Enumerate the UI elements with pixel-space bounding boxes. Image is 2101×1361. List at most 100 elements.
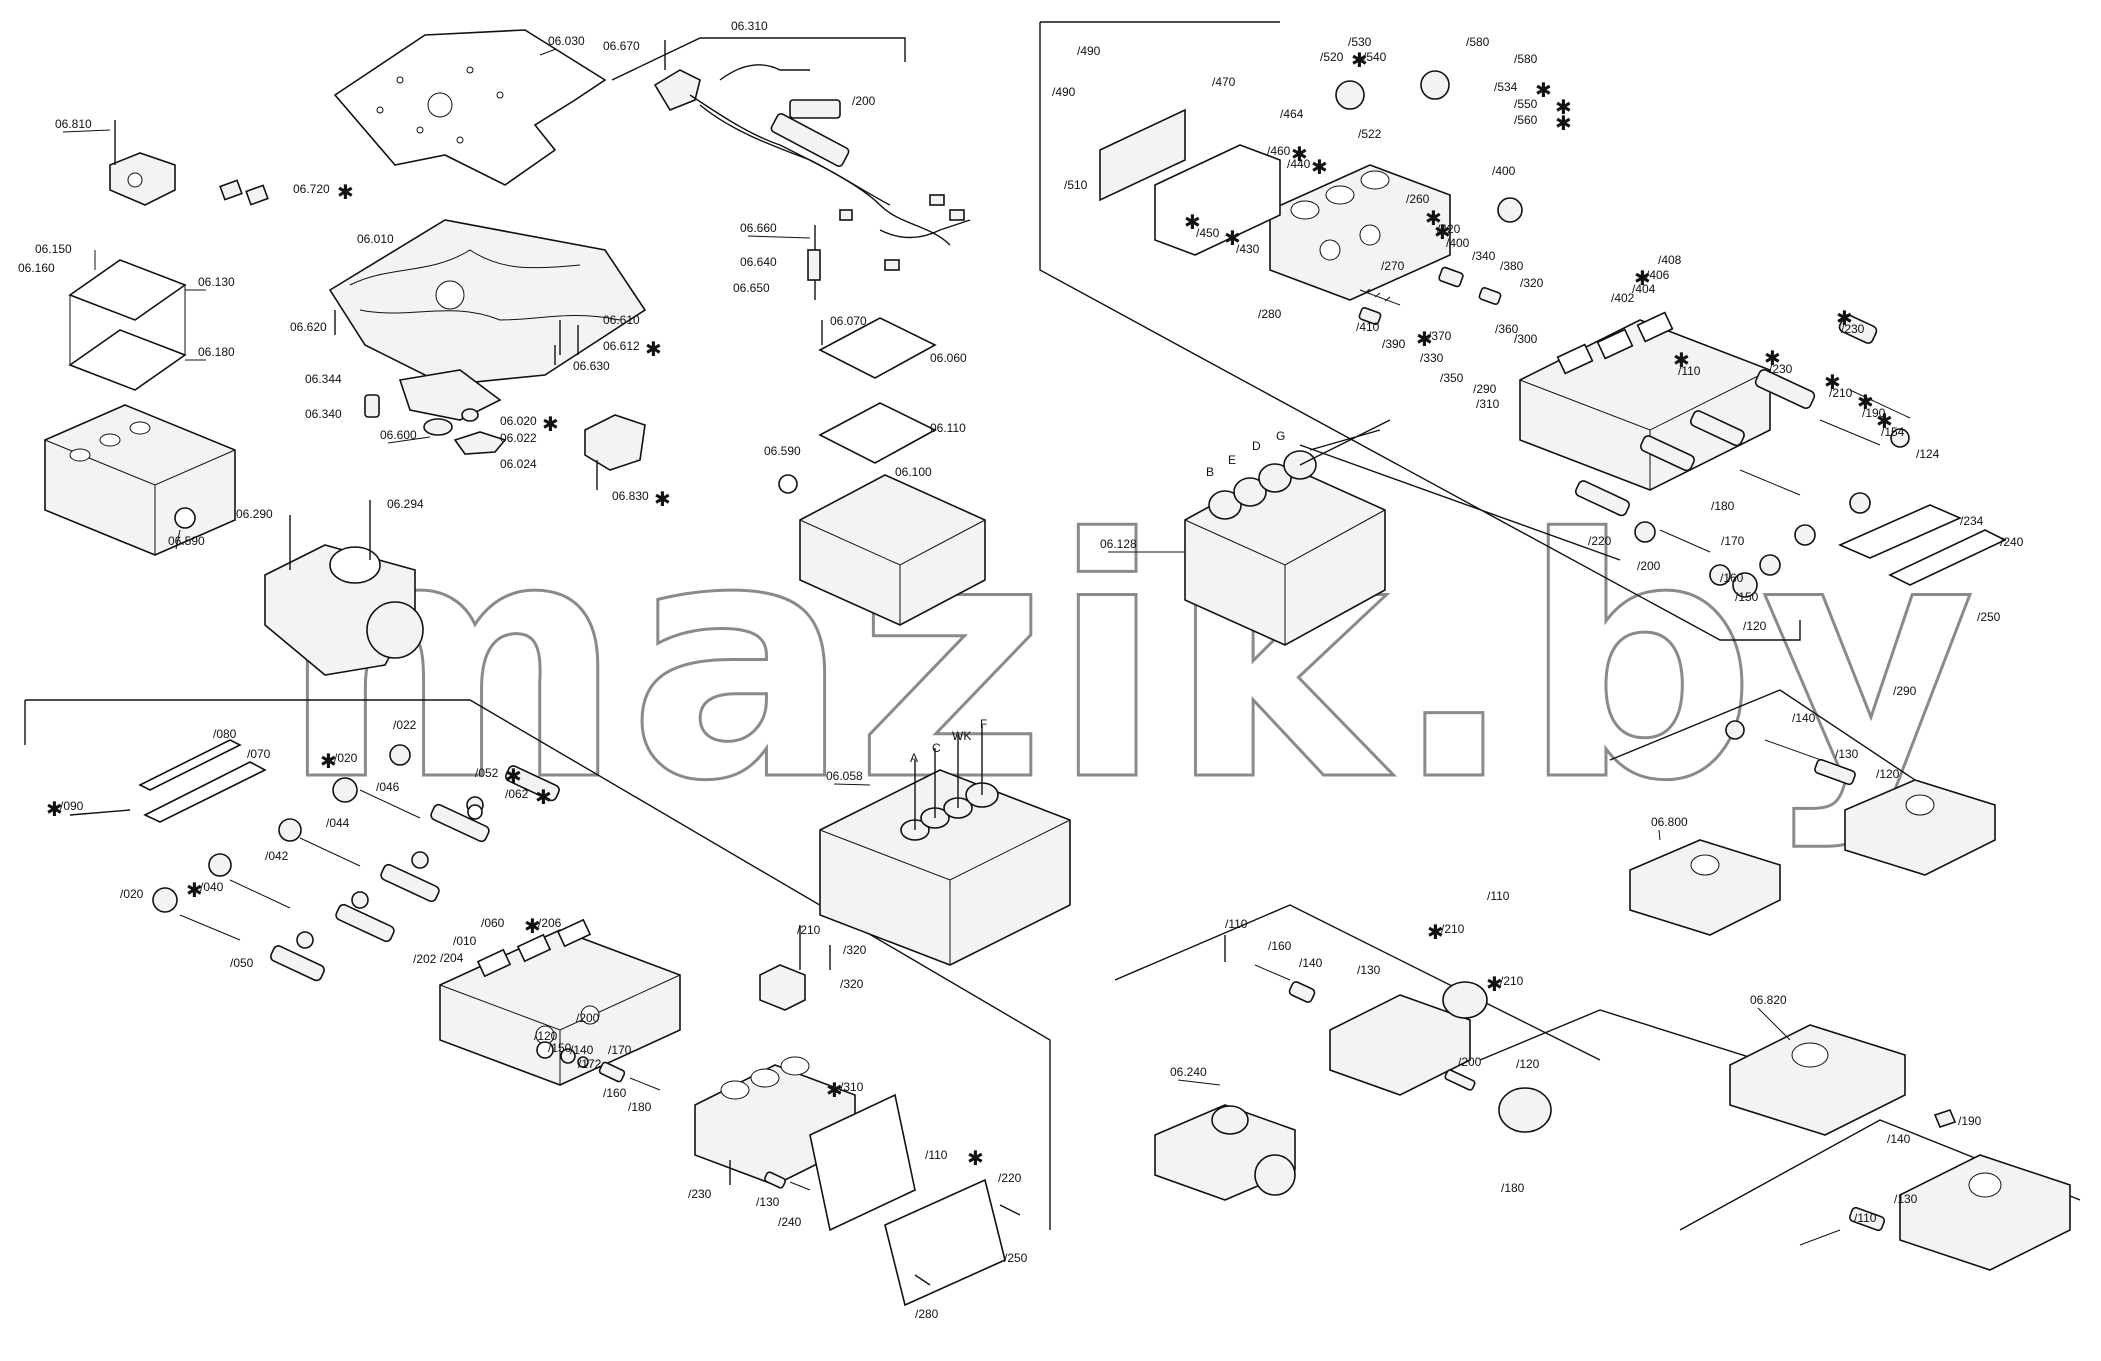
replacement-asterisk-icon: ✱ — [1486, 972, 1503, 996]
solenoid-letter: G — [1276, 429, 1285, 443]
callout-label: /250 — [1004, 1251, 1028, 1265]
callout-label: /234 — [1960, 514, 1984, 528]
callout-label: /550 — [1514, 97, 1538, 111]
solenoid-letter: E — [1228, 453, 1236, 467]
callout-label: 06.060 — [930, 351, 967, 365]
callout-label: 06.010 — [357, 232, 394, 246]
callout-label: /180 — [628, 1100, 652, 1114]
pressure-regulator-06240 — [1154, 1104, 1296, 1201]
callout-label: 06.620 — [290, 320, 327, 334]
callout-label: 06.240 — [1170, 1065, 1207, 1079]
valve-block-110 — [1519, 311, 1771, 491]
callout-label: /190 — [1958, 1114, 1982, 1128]
callout-label: /210 — [1829, 386, 1853, 400]
callout-label: /450 — [1196, 226, 1220, 240]
callout-label: /230 — [1769, 362, 1793, 376]
callout-label: /120 — [534, 1029, 558, 1043]
leader-line — [62, 129, 111, 133]
callout-label: /180 — [1501, 1181, 1525, 1195]
separator-plate-06030 — [333, 29, 607, 186]
callout-label: /230 — [1841, 322, 1865, 336]
replacement-asterisk-icon: ✱ — [1311, 155, 1328, 179]
callout-label: /270 — [1381, 259, 1405, 273]
callout-label: 06.290 — [236, 507, 273, 521]
callout-label: /340 — [1472, 249, 1496, 263]
callout-label: 06.630 — [573, 359, 610, 373]
callout-label: /220 — [1588, 534, 1612, 548]
callout-label: /040 — [200, 880, 224, 894]
small-parts-150-210 — [536, 1041, 661, 1091]
replacement-asterisk-icon: ✱ — [535, 785, 552, 809]
callout-label: /300 — [1514, 332, 1538, 346]
solenoid-coils-06128 — [1208, 450, 1317, 520]
replacement-asterisk-icon: ✱ — [1291, 142, 1308, 166]
callout-label: /464 — [1280, 107, 1304, 121]
callout-label: /046 — [376, 780, 400, 794]
callout-label: /320 — [843, 943, 867, 957]
leader-line — [747, 235, 811, 239]
callout-label: /460 — [1267, 144, 1291, 158]
callout-label: 06.810 — [55, 117, 92, 131]
callout-label: /200 — [1637, 559, 1661, 573]
callout-label: 06.670 — [603, 39, 640, 53]
callout-label: 06.610 — [603, 313, 640, 327]
valve-block-260 — [1099, 70, 1523, 301]
callout-label: /280 — [915, 1307, 939, 1321]
callout-label: /080 — [213, 727, 237, 741]
callout-label: /020 — [334, 751, 358, 765]
callout-label: 06.344 — [305, 372, 342, 386]
replacement-asterisk-icon: ✱ — [1764, 346, 1781, 370]
callout-label: /130 — [1894, 1192, 1918, 1206]
watermark: mazik.by — [280, 469, 1980, 853]
callout-label: /200 — [1458, 1055, 1482, 1069]
callout-label: 06.800 — [1651, 815, 1688, 829]
leader-line — [1658, 829, 1661, 841]
callout-label: 06.310 — [731, 19, 768, 33]
callout-label: 06.820 — [1750, 993, 1787, 1007]
replacement-asterisk-icon: ✱ — [1857, 390, 1874, 414]
callout-label: /020 — [120, 887, 144, 901]
callout-label: /360 — [1495, 322, 1519, 336]
solenoid-letter: WK — [952, 729, 971, 743]
callout-label: /440 — [1287, 157, 1311, 171]
callout-label: /320 — [840, 977, 864, 991]
replacement-asterisk-icon: ✱ — [645, 337, 662, 361]
callout-label: /200 — [576, 1011, 600, 1025]
callout-label: /120 — [1743, 619, 1767, 633]
callout-label: /160 — [603, 1086, 627, 1100]
plates-06060-06110 — [778, 317, 986, 626]
callout-label: 06.590 — [764, 444, 801, 458]
callout-label: /130 — [756, 1195, 780, 1209]
replacement-asterisk-icon: ✱ — [1555, 95, 1572, 119]
callout-label: 06.830 — [612, 489, 649, 503]
leader-line — [387, 436, 431, 444]
callout-label: /540 — [1363, 50, 1387, 64]
callout-label: /400 — [1492, 164, 1516, 178]
callout-label: /130 — [1357, 963, 1381, 977]
replacement-asterisk-icon: ✱ — [1434, 220, 1451, 244]
callout-label: /110 — [1487, 889, 1510, 903]
callout-label: /120 — [1876, 767, 1900, 781]
solenoid-letter: A — [910, 751, 918, 765]
callout-label: /140 — [1887, 1132, 1911, 1146]
callout-label: /204 — [440, 951, 464, 965]
callout-label: 06.100 — [895, 465, 932, 479]
callout-label: 06.030 — [548, 34, 585, 48]
callout-label: /090 — [60, 799, 84, 813]
callout-label: 06.150 — [35, 242, 72, 256]
replacement-asterisk-icon: ✱ — [186, 878, 203, 902]
callout-label: /022 — [393, 718, 417, 732]
replacement-asterisk-icon: ✱ — [826, 1078, 843, 1102]
wiring-harness-06310 — [653, 40, 971, 300]
callout-label: /160 — [1720, 571, 1744, 585]
callout-label: 06.294 — [387, 497, 424, 511]
callout-label: 06.130 — [198, 275, 235, 289]
callout-label: /044 — [326, 816, 350, 830]
callout-label: /070 — [247, 747, 271, 761]
replacement-asterisk-icon: ✱ — [1836, 306, 1853, 330]
callout-label: /110 — [1678, 364, 1701, 378]
replacement-asterisk-icon: ✱ — [1824, 370, 1841, 394]
callout-label: 06.340 — [305, 407, 342, 421]
callout-label: /260 — [1406, 192, 1430, 206]
